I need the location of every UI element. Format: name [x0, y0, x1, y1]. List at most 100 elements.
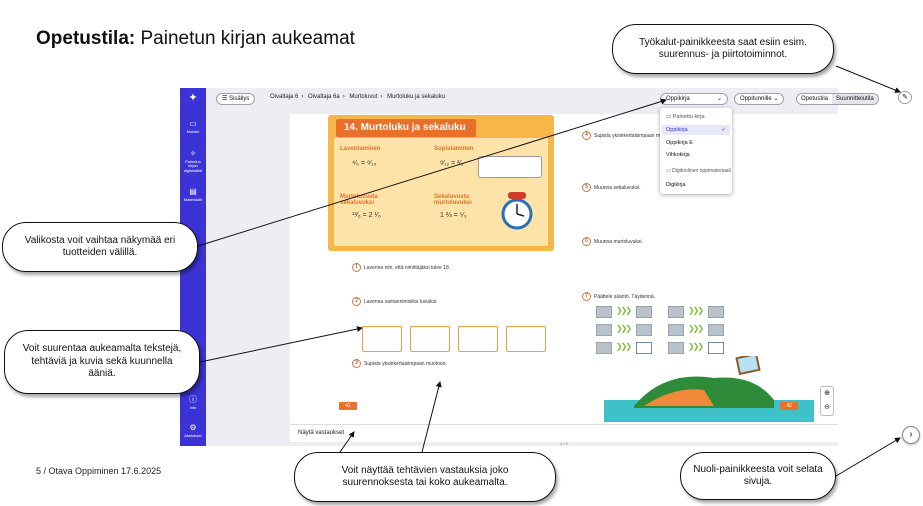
callout-menu: Valikosta voit vaihtaa näkymää eri tuott… — [2, 222, 198, 272]
fraction-tile — [668, 342, 684, 354]
dropdown-item[interactable]: ▭ Digitoolinen oppimateriaali — [666, 168, 731, 174]
fraction-answer-tile[interactable] — [708, 342, 724, 354]
task-number: 3 — [352, 359, 361, 368]
breadcrumb-item[interactable]: Oivaltaja 6 — [270, 94, 299, 100]
mode-opetustila[interactable]: Opetustila — [797, 94, 833, 104]
contents-button[interactable]: ☰ Sisällys — [216, 93, 256, 105]
sidebar-item-materiaalit[interactable]: ▤Materiaalit — [180, 187, 206, 202]
fraction-answer-tile[interactable] — [636, 342, 652, 354]
sidebar-item-muistio[interactable]: ▭Muistio — [180, 119, 206, 134]
task-number: 1 — [352, 263, 361, 272]
product-dropdown-menu: ▭ Painettu kirja Oppikirja✓ Oppikirja E … — [660, 108, 732, 194]
concept-heading: Supistaminen — [434, 146, 474, 152]
speech-bubble — [478, 156, 542, 178]
product-select[interactable]: Oppikirja⌄ — [660, 93, 728, 105]
show-answers-button[interactable]: Näytä vastaukset — [298, 430, 345, 436]
callout-zoom: Voit suurentaa aukeamalta tekstejä, teht… — [4, 330, 200, 394]
task-instruction: Lavenna samannimisiksi luvuiksi. — [364, 299, 438, 305]
task-instruction: Supista yksinkertaisimpaan muotoon. — [594, 133, 677, 139]
concept-heading: Murtoluvusta sekaluvuksi — [340, 194, 378, 206]
pen-icon: ✎ — [902, 94, 908, 101]
page-indicator: 4 / 9 — [560, 441, 568, 446]
formula: ¹³⁄₆ = 2 ¹⁄₆ — [352, 212, 381, 219]
dropdown-item[interactable]: Oppikirja E — [666, 140, 693, 146]
slide-footer: 5 / Otava Oppiminen 17.6.2025 — [36, 466, 162, 476]
concept-heading: Sekaluvusta murtoluvuksi — [434, 194, 472, 206]
sparkle-icon: ✧ — [189, 149, 197, 158]
arrow-chevrons: ❯❯❯ — [616, 342, 632, 351]
fraction-tile — [596, 342, 612, 354]
mode-toggle[interactable]: Opetustila Suunnittelutila — [796, 93, 879, 105]
box-icon: ▤ — [189, 187, 197, 196]
callout-nav: Nuoli-painikkeesta voit selata sivuja. — [680, 452, 836, 500]
sleeping-kids-illustration — [604, 352, 814, 422]
teacher-select[interactable]: Oppitunnille ⌄ — [734, 93, 785, 105]
arrow-chevrons: ❯❯❯ — [688, 324, 704, 333]
callout-answers: Voit näyttää tehtävien vastauksia joko s… — [294, 452, 556, 502]
app-logo-icon[interactable]: ✦ — [188, 92, 198, 104]
info-icon: ⓘ — [189, 395, 197, 404]
task-instruction: Muunna murtoluvuksi. — [594, 239, 643, 245]
breadcrumb: Oivaltaja 6› Oivaltaja 6a› Murtoluvut› M… — [270, 94, 446, 100]
fraction-tile — [708, 324, 724, 336]
formula: ⁸⁄₁₂ = ²⁄₃ — [440, 160, 464, 167]
check-icon: ✓ — [721, 127, 726, 133]
chevron-right-icon: › — [909, 429, 913, 440]
slide-title: Opetustila: Painetun kirjan aukeamat — [36, 28, 355, 49]
zoom-in-icon[interactable]: ⊕ — [824, 390, 830, 397]
answer-box[interactable] — [458, 326, 498, 352]
dropdown-item[interactable]: Digikirja — [666, 182, 686, 188]
mode-suunnittelutila[interactable]: Suunnittelutila — [832, 94, 878, 104]
fraction-tile — [668, 306, 684, 318]
breadcrumb-item: Murtoluku ja sekaluku — [387, 94, 446, 100]
page-number: 41 — [339, 402, 357, 410]
task-instruction: Päättele sääntö. Täydennä. — [594, 294, 656, 300]
fraction-tile — [636, 306, 652, 318]
answer-box[interactable] — [410, 326, 450, 352]
task-number: 2 — [352, 297, 361, 306]
fraction-tile — [668, 324, 684, 336]
screen-icon: ▭ — [666, 168, 673, 174]
dropdown-item[interactable]: Vihkokirja — [666, 152, 690, 158]
task-instruction: Muunna sekaluvuksi. — [594, 185, 641, 191]
zoom-out-icon[interactable]: ⊖ — [824, 404, 830, 411]
dropdown-item-selected[interactable]: Oppikirja✓ — [662, 125, 730, 135]
answer-box[interactable] — [506, 326, 546, 352]
fraction-tile — [596, 324, 612, 336]
task-number: 4 — [582, 131, 591, 140]
dropdown-item[interactable]: ▭ Painettu kirja — [666, 114, 705, 120]
task-instruction: Lavenna niin, että nimittäjäksi tulee 18… — [364, 265, 451, 271]
answer-box[interactable] — [362, 326, 402, 352]
next-page-button[interactable]: › — [902, 426, 920, 444]
breadcrumb-item[interactable]: Oivaltaja 6a — [308, 94, 340, 100]
fraction-tile — [596, 306, 612, 318]
book-icon: ▭ — [666, 114, 673, 120]
book-icon: ▭ — [189, 119, 197, 128]
bottom-bar — [290, 424, 838, 442]
sidebar-item-digisisallot[interactable]: ✧Painetun kirjan digisisällöt — [180, 149, 206, 173]
gear-icon: ⚙ — [189, 423, 197, 432]
arrow-chevrons: ❯❯❯ — [616, 324, 632, 333]
sidebar-item-asetukset[interactable]: ⚙Asetukset — [180, 423, 206, 438]
formula: 1 ⅔ = ⁵⁄₃ — [440, 212, 467, 219]
tools-button[interactable]: ✎ — [898, 91, 912, 104]
page-number: 42 — [780, 402, 798, 410]
task-instruction: Supista yksinkertaisimpaan muotoon. — [364, 361, 447, 367]
chevron-down-icon: ⌄ — [773, 96, 779, 102]
fraction-tile — [636, 324, 652, 336]
arrow-chevrons: ❯❯❯ — [616, 306, 632, 315]
zoom-controls: ⊕ ⊖ — [820, 386, 834, 416]
fraction-tile — [708, 306, 724, 318]
callout-tools: Työkalut-painikkeesta saat esiin esim. s… — [612, 24, 834, 74]
sidebar: ✦ ▭Muistio ✧Painetun kirjan digisisällöt… — [180, 88, 206, 446]
chapter-title: 14. Murtoluku ja sekaluku — [336, 119, 476, 137]
task-number: 7 — [582, 292, 591, 301]
breadcrumb-item[interactable]: Murtoluvut — [349, 94, 378, 100]
task-number: 5 — [582, 183, 591, 192]
clock-mascot-image — [500, 188, 534, 238]
arrow-chevrons: ❯❯❯ — [688, 306, 704, 315]
arrow-chevrons: ❯❯❯ — [688, 342, 704, 351]
top-bar: ☰ Sisällys Oivaltaja 6› Oivaltaja 6a› Mu… — [206, 90, 879, 108]
